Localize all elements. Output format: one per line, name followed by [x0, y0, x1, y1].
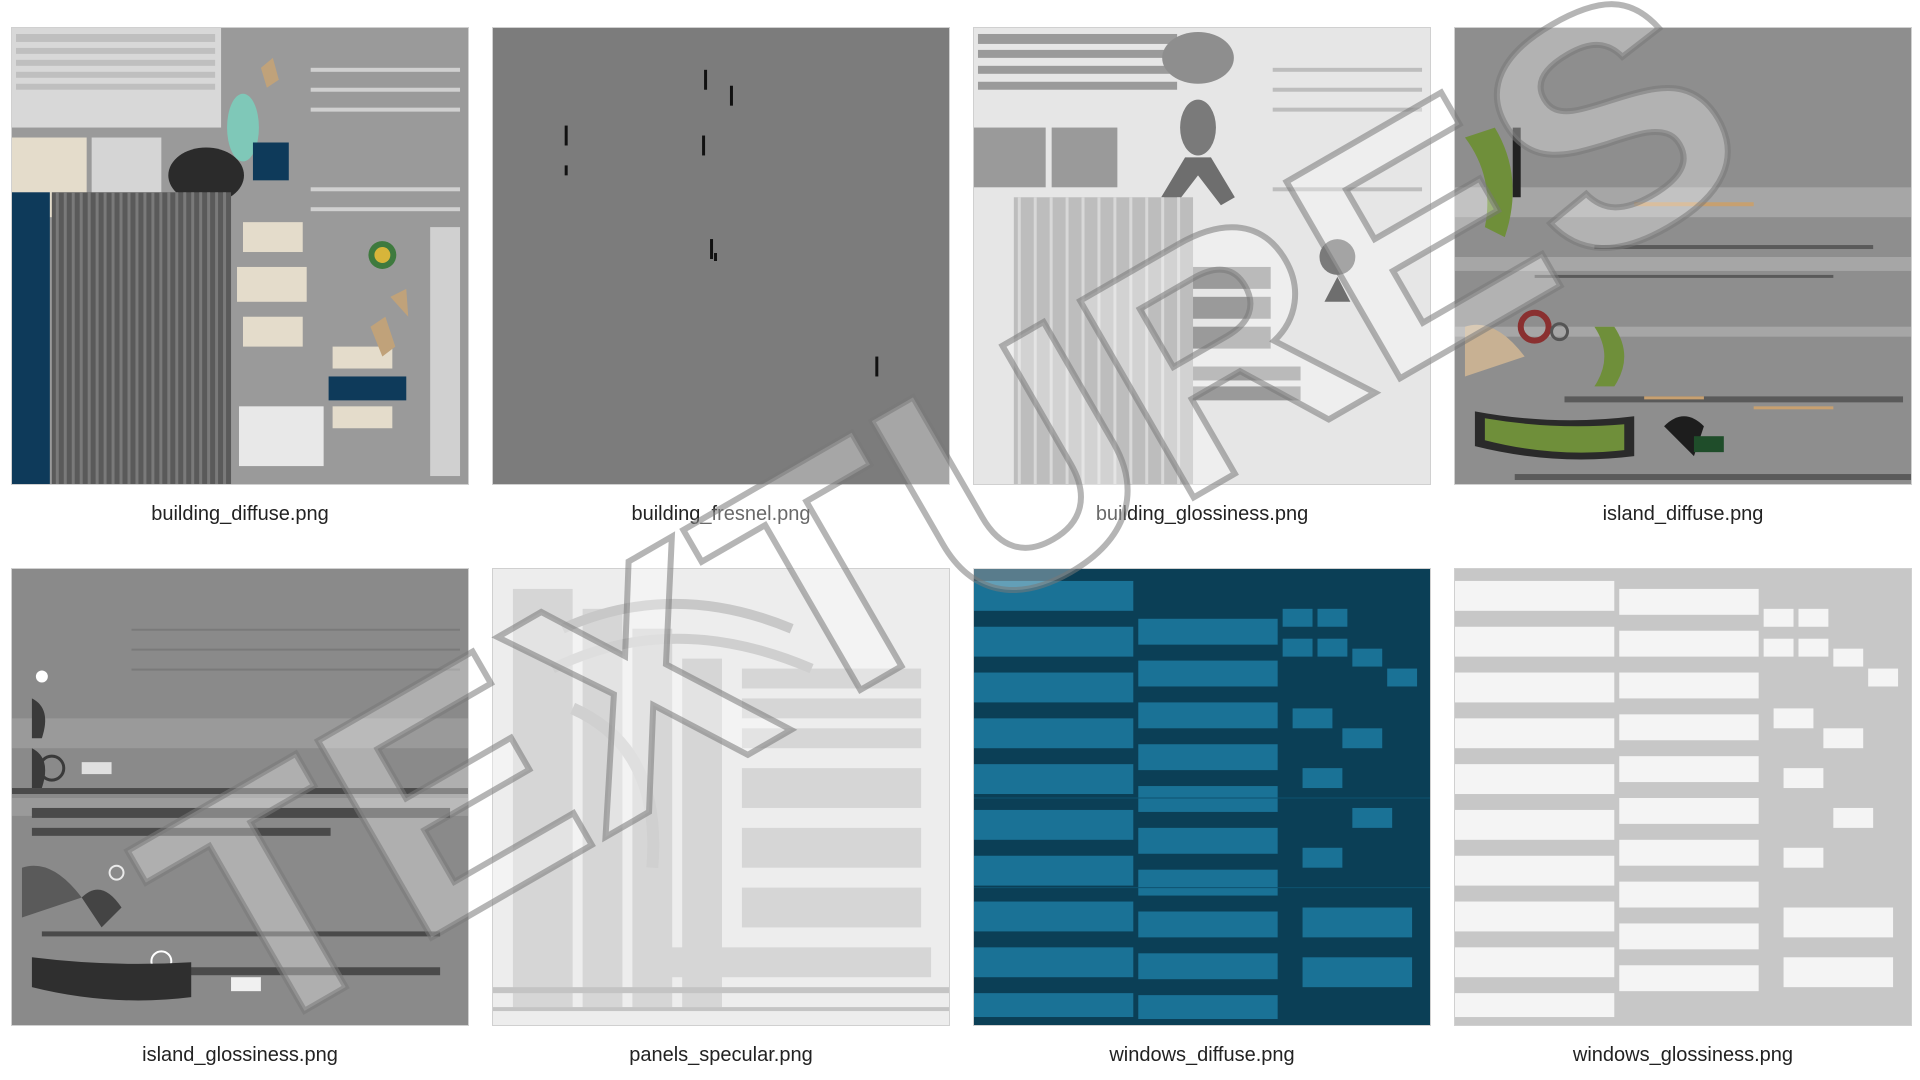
texture-thumbnail-windows-diffuse[interactable]: [973, 568, 1431, 1026]
texture-filename: island_diffuse.png: [1602, 503, 1764, 525]
texture-map-icon: [974, 28, 1430, 484]
texture-filename: building_diffuse.png: [151, 503, 329, 525]
texture-filename: island_glossiness.png: [142, 1044, 338, 1066]
texture-map-icon: [493, 569, 949, 1025]
texture-thumbnail-building-fresnel[interactable]: [492, 27, 950, 485]
texture-map-icon: [974, 569, 1430, 1025]
texture-map-icon: [12, 28, 468, 484]
texture-filename: panels_specular.png: [629, 1044, 813, 1066]
texture-map-icon: [1455, 569, 1911, 1025]
texture-map-icon: [1455, 28, 1911, 484]
texture-thumbnail-panels-specular[interactable]: [492, 568, 950, 1026]
texture-map-icon: [493, 28, 949, 484]
texture-map-icon: [12, 569, 468, 1025]
texture-filename: building_glossiness.png: [1095, 503, 1309, 525]
texture-thumbnail-island-diffuse[interactable]: [1454, 27, 1912, 485]
texture-filename: windows_diffuse.png: [1109, 1044, 1295, 1066]
texture-filename: windows_glossiness.png: [1572, 1044, 1794, 1066]
texture-thumbnail-building-glossiness[interactable]: [973, 27, 1431, 485]
texture-filename: building_fresnel.png: [631, 503, 811, 525]
texture-thumbnail-island-glossiness[interactable]: [11, 568, 469, 1026]
texture-thumbnail-windows-glossiness[interactable]: [1454, 568, 1912, 1026]
texture-thumbnail-building-diffuse[interactable]: [11, 27, 469, 485]
